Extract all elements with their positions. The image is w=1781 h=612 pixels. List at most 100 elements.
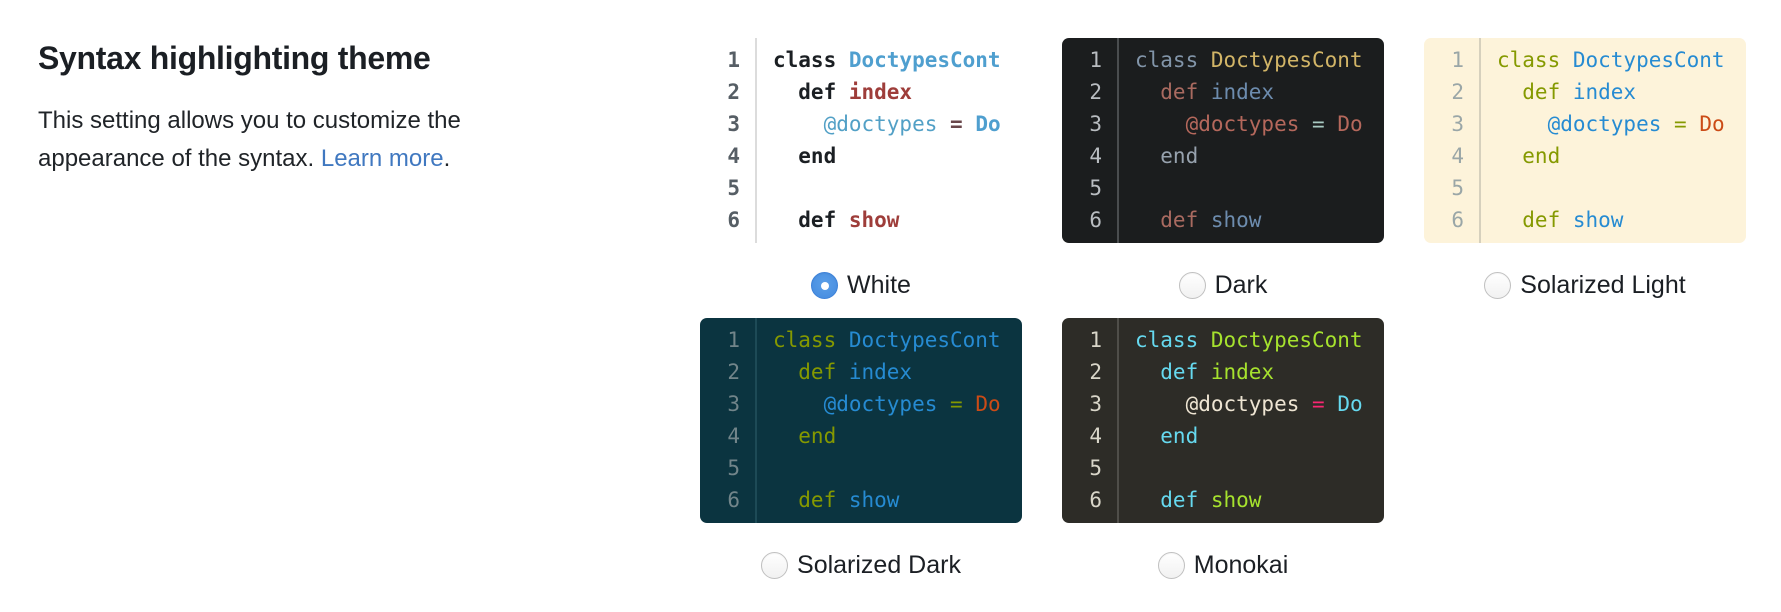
token-cls: DoctypesCont [848, 328, 1001, 352]
line-number: 3 [727, 112, 740, 136]
code-line: class DoctypesCont [1497, 44, 1746, 76]
line-number: 6 [727, 208, 740, 232]
gutter-divider [1117, 318, 1119, 523]
code-line: @doctypes = Do [1135, 108, 1384, 140]
token-meth: index [848, 360, 913, 384]
code-line: end [773, 140, 1022, 172]
code-line: def index [1135, 76, 1384, 108]
code-line [1135, 172, 1384, 204]
token-cls: DoctypesCont [1210, 328, 1363, 352]
token-ivar: @doctypes [1135, 392, 1300, 416]
theme-radio-label[interactable]: Monokai [1193, 551, 1289, 579]
gutter-divider [1117, 38, 1119, 243]
token-const: Do [1337, 112, 1363, 136]
code-line [1135, 452, 1384, 484]
code-line: @doctypes = Do [1497, 108, 1746, 140]
line-number: 4 [1451, 144, 1464, 168]
token-ivar: @doctypes [1135, 112, 1300, 136]
line-number: 2 [1451, 80, 1464, 104]
code-line: class DoctypesCont [1135, 44, 1384, 76]
code-line [1497, 172, 1746, 204]
theme-radio-solarized-light[interactable] [1484, 272, 1512, 299]
code-line: def index [773, 356, 1022, 388]
line-number: 5 [1451, 176, 1464, 200]
code-line: end [1135, 420, 1384, 452]
token-kw_def: def [1497, 80, 1573, 104]
settings-section: Syntax highlighting theme This setting a… [38, 38, 598, 178]
line-number: 5 [727, 176, 740, 200]
token-kw_end: end [773, 144, 837, 168]
line-number: 4 [727, 144, 740, 168]
code-sample: class DoctypesCont def index @doctypes =… [1119, 38, 1384, 243]
line-number: 6 [1451, 208, 1464, 232]
theme-radio-label[interactable]: Solarized Light [1520, 271, 1686, 299]
theme-option-solarized-light[interactable]: Solarized Light [1424, 243, 1746, 318]
token-op: = [937, 112, 976, 136]
line-number: 1 [727, 328, 740, 352]
code-line: def show [773, 484, 1022, 516]
line-number: 4 [1089, 144, 1102, 168]
token-const: Do [1699, 112, 1725, 136]
token-kw_end: end [773, 424, 837, 448]
token-meth: show [1210, 488, 1262, 512]
token-kw_def: def [773, 488, 849, 512]
theme-radio-label[interactable]: Dark [1214, 271, 1268, 299]
line-number: 2 [1089, 360, 1102, 384]
line-number: 6 [1089, 208, 1102, 232]
token-op: = [1299, 112, 1338, 136]
code-line: end [773, 420, 1022, 452]
token-kw_def: def [1497, 208, 1573, 232]
token-meth: index [1210, 360, 1275, 384]
theme-option-monokai[interactable]: Monokai [1062, 523, 1384, 598]
token-const: Do [975, 112, 1001, 136]
token-meth: index [848, 80, 913, 104]
code-sample: class DoctypesCont def index @doctypes =… [757, 318, 1022, 523]
code-line: def show [1497, 204, 1746, 236]
token-kw_end: end [1497, 144, 1561, 168]
line-number: 6 [727, 488, 740, 512]
code-line [773, 452, 1022, 484]
line-number: 3 [1089, 112, 1102, 136]
code-line: def index [1135, 356, 1384, 388]
theme-radio-label[interactable]: Solarized Dark [797, 551, 961, 579]
theme-radio-dark[interactable] [1178, 272, 1206, 299]
theme-radio-white[interactable] [811, 272, 839, 299]
line-number: 3 [727, 392, 740, 416]
line-number: 2 [727, 360, 740, 384]
theme-radio-monokai[interactable] [1157, 552, 1185, 579]
line-number: 6 [1089, 488, 1102, 512]
theme-option-white[interactable]: White [700, 243, 1022, 318]
token-kw_def: def [773, 360, 849, 384]
token-ivar: @doctypes [773, 112, 938, 136]
code-line: def show [1135, 484, 1384, 516]
learn-more-link[interactable]: Learn more [320, 145, 444, 172]
token-kw_def: def [773, 208, 849, 232]
line-number: 1 [1089, 48, 1102, 72]
code-line: def index [773, 76, 1022, 108]
token-kw_def: def [1135, 360, 1211, 384]
code-line: def show [773, 204, 1022, 236]
token-kw_class: class [1497, 48, 1573, 72]
gutter-divider [1479, 38, 1481, 243]
token-kw_class: class [1135, 328, 1211, 352]
token-kw_class: class [1135, 48, 1211, 72]
token-kw_def: def [1135, 208, 1211, 232]
line-number: 2 [1089, 80, 1102, 104]
code-line: end [1497, 140, 1746, 172]
theme-option-dark[interactable]: Dark [1062, 243, 1384, 318]
code-line: class DoctypesCont [773, 44, 1022, 76]
theme-option-solarized-dark[interactable]: Solarized Dark [700, 523, 1022, 598]
theme-radio-solarized-dark[interactable] [761, 552, 789, 579]
theme-radio-label[interactable]: White [847, 271, 911, 299]
token-kw_end: end [1135, 144, 1199, 168]
line-number: 5 [727, 456, 740, 480]
token-cls: DoctypesCont [1210, 48, 1363, 72]
token-meth: show [848, 208, 900, 232]
line-number: 2 [727, 80, 740, 104]
